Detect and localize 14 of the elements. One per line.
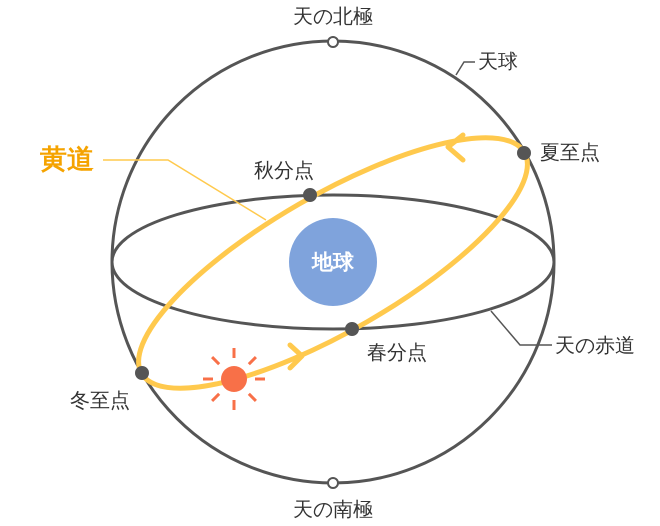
point-label: 天の北極 — [293, 4, 373, 28]
point-label: 秋分点 — [254, 158, 314, 182]
leader-label: 天の赤道 — [555, 333, 635, 357]
point-label: 冬至点 — [70, 388, 130, 412]
leader-label: 天球 — [478, 49, 518, 73]
leader-label: 黄道 — [40, 145, 94, 175]
leader-line — [103, 159, 266, 221]
leader-line — [455, 61, 475, 76]
point-label: 春分点 — [367, 340, 427, 364]
point-label: 夏至点 — [540, 140, 600, 164]
ecliptic-ellipse — [136, 135, 530, 391]
point-label: 天の南極 — [293, 497, 373, 521]
leader-line — [490, 310, 552, 346]
equator-ellipse — [110, 194, 556, 330]
